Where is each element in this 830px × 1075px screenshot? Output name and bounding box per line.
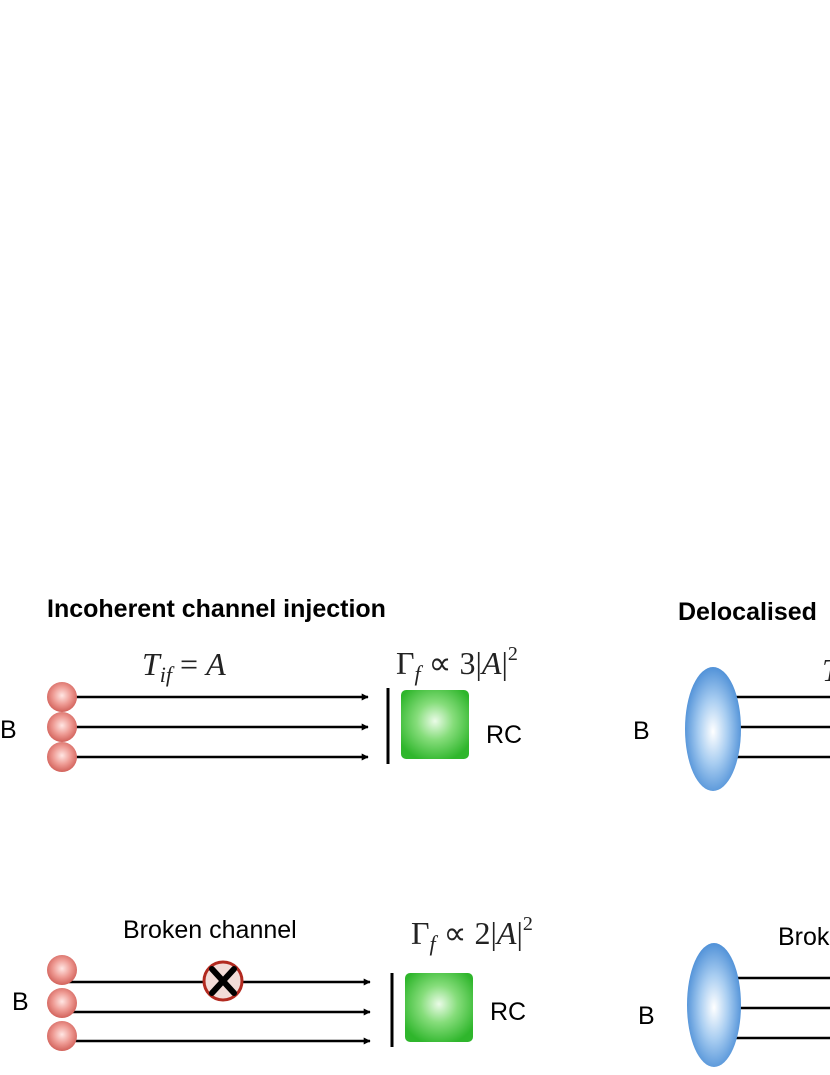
right-top-coupling-formula: Ti	[822, 652, 830, 693]
left-bottom-rate-formula: Γf ∝ 2|A|2	[411, 913, 533, 956]
right-bottom-delocalised-state	[687, 943, 741, 1067]
right-top-diagram: B Ti	[633, 652, 830, 791]
left-top-site-1	[47, 682, 77, 712]
right-top-donor-label: B	[633, 717, 650, 745]
left-bottom-broken-label: Broken channel	[123, 916, 297, 944]
right-bottom-diagram: B Brok	[638, 923, 830, 1067]
left-panel-title: Incoherent channel injection	[47, 595, 386, 623]
left-top-site-2	[47, 712, 77, 742]
right-panel-title: Delocalised	[678, 598, 817, 626]
left-top-donor-label: B	[0, 716, 17, 744]
left-top-reaction-center	[401, 690, 469, 759]
left-bottom-site-2	[47, 988, 77, 1018]
left-top-rate-formula: Γf ∝ 3|A|2	[396, 643, 518, 686]
left-bottom-diagram: B Broken channel RC Γf ∝ 2|A|2	[12, 913, 533, 1051]
left-top-acceptor-label: RC	[486, 721, 522, 749]
left-top-coupling-formula: Tif = A	[142, 646, 226, 687]
right-bottom-donor-label: B	[638, 1002, 655, 1030]
left-bottom-site-1	[47, 955, 77, 985]
left-bottom-acceptor-label: RC	[490, 998, 526, 1026]
broken-channel-icon	[202, 960, 244, 1002]
left-top-diagram: B Tif = A RC Γf ∝ 3|A|2	[0, 643, 522, 772]
left-bottom-reaction-center	[405, 973, 473, 1042]
left-bottom-site-3	[47, 1021, 77, 1051]
right-top-delocalised-state	[685, 667, 741, 791]
left-bottom-donor-label: B	[12, 988, 29, 1016]
left-top-site-3	[47, 742, 77, 772]
right-bottom-broken-label: Brok	[778, 923, 830, 951]
